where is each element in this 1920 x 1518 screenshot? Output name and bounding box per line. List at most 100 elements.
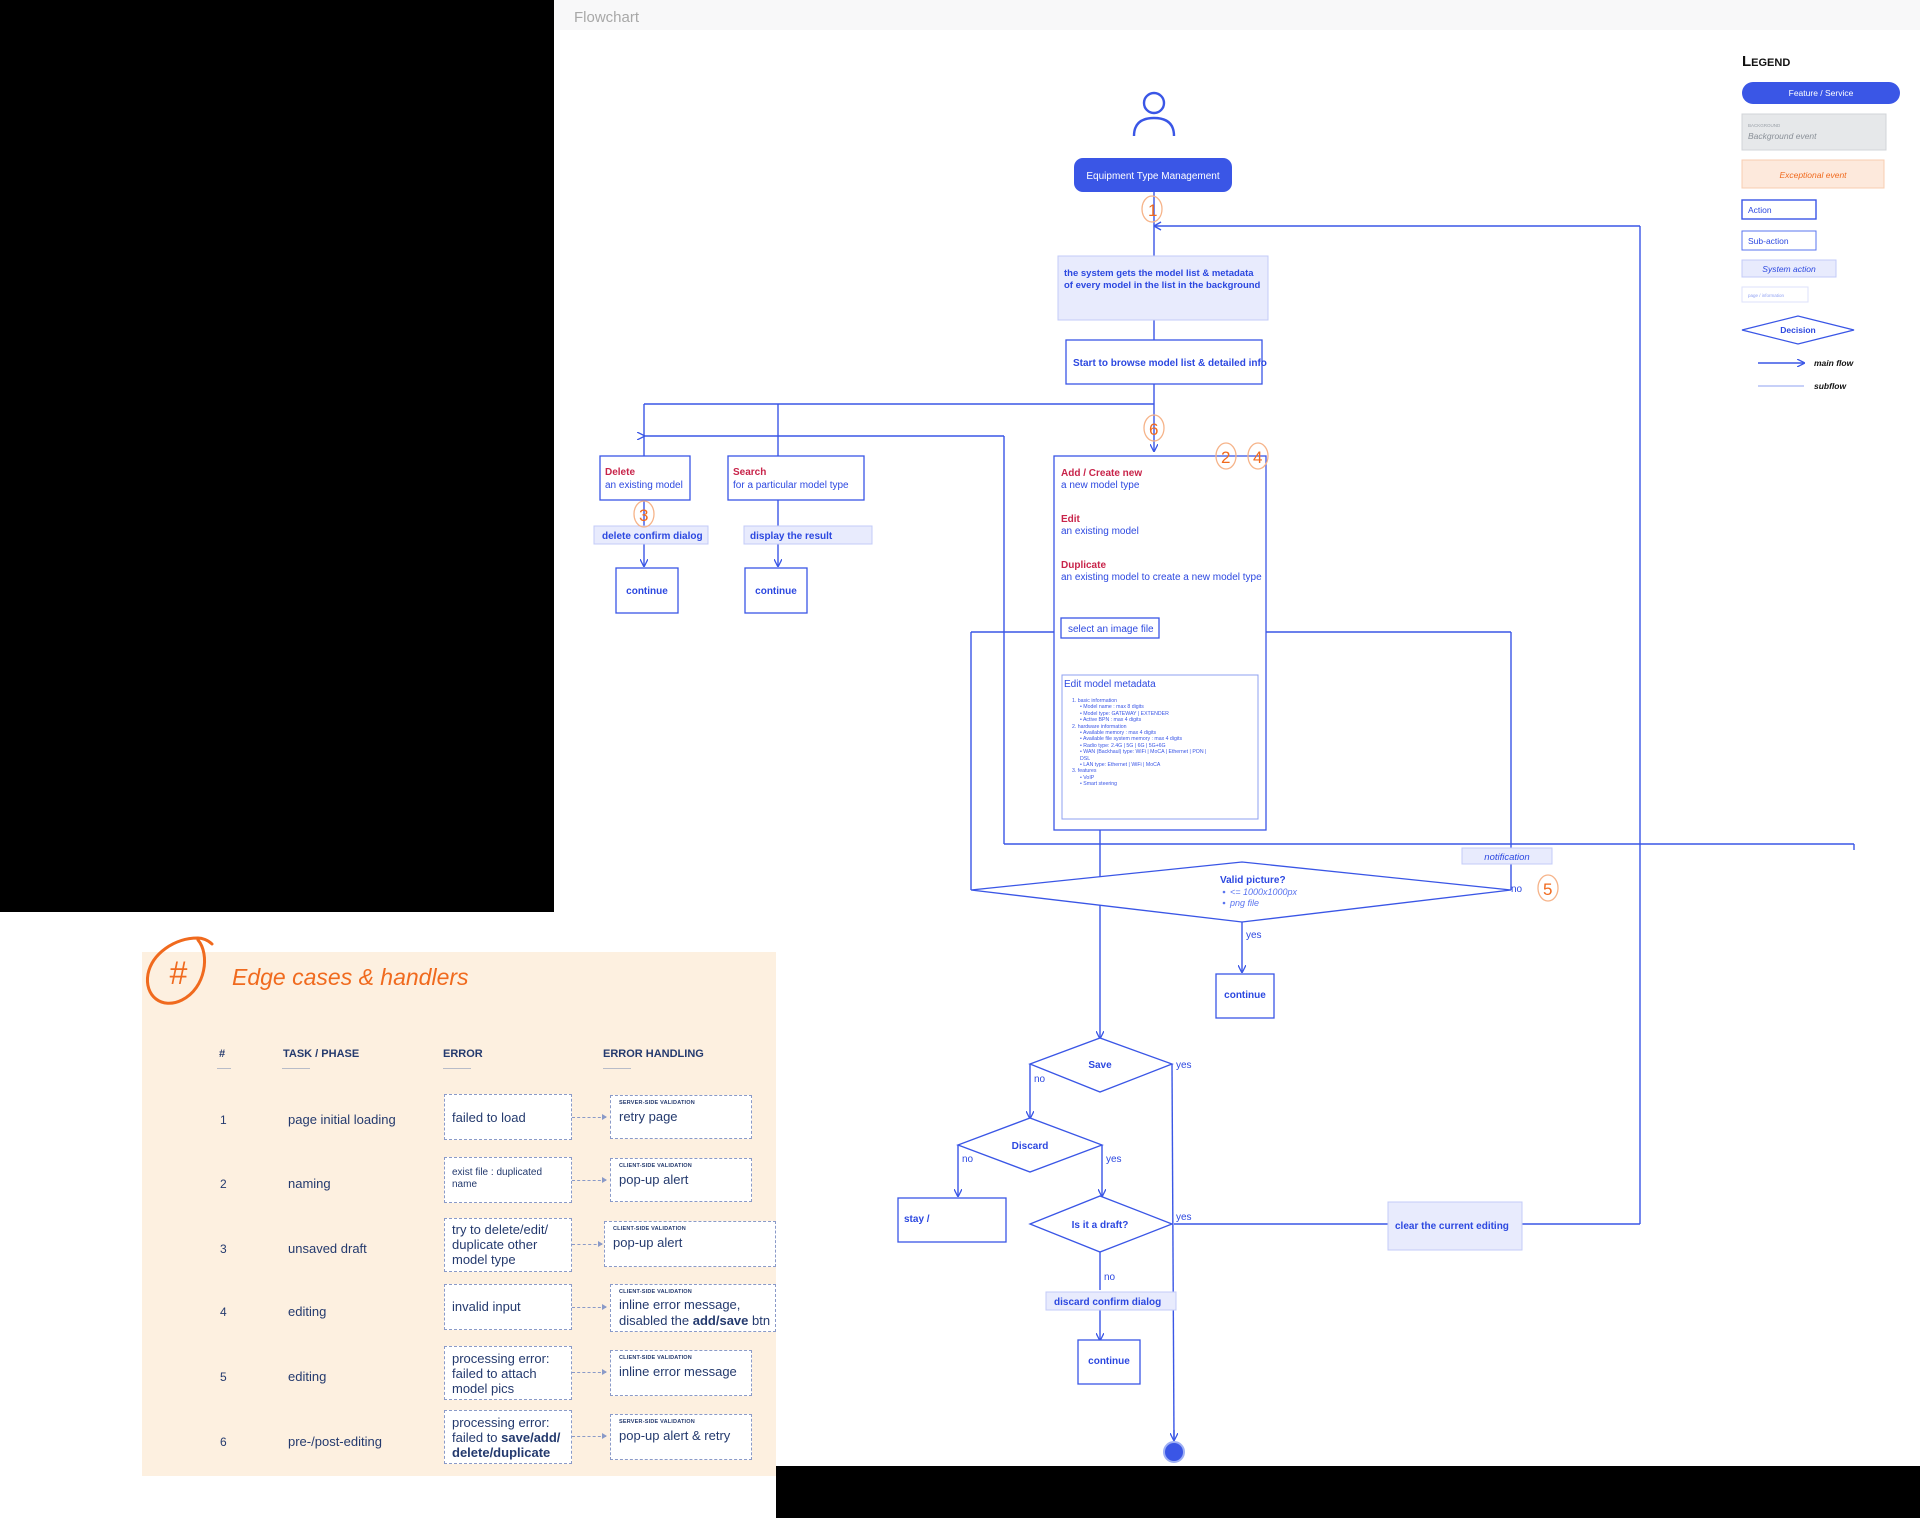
clear-editing-label: clear the current editing	[1395, 1221, 1509, 1232]
start-node: Equipment Type Management	[1074, 158, 1232, 192]
header-task-underline	[282, 1068, 310, 1069]
save-yes-label: yes	[1176, 1060, 1192, 1071]
metadata-box	[1061, 674, 1259, 820]
row-3-task: unsaved draft	[288, 1241, 367, 1256]
select-image-label: select an image file	[1068, 624, 1154, 635]
metadata-line: • WAN (Backhaul) type: WiFi | MoCA | Eth…	[1080, 749, 1207, 756]
metadata-line: • Radio type: 2.4G | 5G | 6G | 5G+6G	[1080, 742, 1166, 749]
system-step: the system gets the model list & metadat…	[1057, 255, 1269, 321]
row-1-num: 1	[220, 1113, 227, 1127]
valid-picture-title: Valid picture?	[1220, 875, 1286, 886]
flowchart-header: Flowchart	[554, 0, 1920, 30]
step-markers: 1 6 2 4 3 5	[633, 195, 1559, 902]
legend-feature: Feature / Service	[1789, 88, 1854, 98]
row-1-handling: SERVER-SIDE VALIDATION retry page	[610, 1095, 752, 1139]
clear-editing-box	[1387, 1201, 1523, 1251]
discard-decision: Discard yes no	[956, 1117, 1122, 1173]
user-icon	[1132, 91, 1176, 137]
row-1-handling-text: retry page	[619, 1109, 678, 1124]
row-3-handling: CLIENT-SIDE VALIDATION pop-up alert	[604, 1221, 776, 1267]
header-task: TASK / PHASE	[283, 1048, 360, 1060]
add-title: Add / Create new	[1061, 468, 1142, 479]
draft-title: Is it a draft?	[1072, 1220, 1129, 1231]
metadata-line: DSL	[1080, 755, 1091, 762]
legend-page: page / information	[1748, 293, 1785, 298]
legend-system-swatch	[1741, 259, 1837, 278]
metadata-line: • Model type: GATEWAY | EXTENDER	[1080, 710, 1169, 717]
header-num: #	[219, 1048, 226, 1060]
row-4-error-text: invalid input	[452, 1299, 521, 1314]
row-2-connector	[572, 1177, 607, 1183]
valid-picture-decision: Valid picture? <= 1000x1000px png file y…	[970, 861, 1523, 941]
row-3-connector	[572, 1241, 603, 1247]
duplicate-sub: an existing model to create a new model …	[1061, 572, 1262, 583]
row-3-num: 3	[220, 1242, 227, 1256]
row-1-connector	[572, 1114, 607, 1120]
row-3-tag: CLIENT-SIDE VALIDATION	[613, 1226, 686, 1232]
row-2-task: naming	[288, 1176, 331, 1191]
edit-sub: an existing model	[1061, 526, 1139, 537]
row-5-connector	[572, 1369, 607, 1375]
metadata-line: 3. features	[1072, 768, 1097, 775]
marker-2: 2	[1221, 448, 1230, 467]
row-2-error: exist file : duplicated name	[444, 1157, 572, 1203]
search-continue-box	[744, 567, 808, 614]
row-5-tag: CLIENT-SIDE VALIDATION	[619, 1355, 692, 1361]
discard-title: Discard	[1012, 1141, 1049, 1152]
row-6-tag: SERVER-SIDE VALIDATION	[619, 1419, 695, 1425]
legend-subaction: Sub-action	[1748, 236, 1789, 246]
edge-cases-title: Edge cases & handlers	[232, 964, 469, 990]
metadata-line: • Model name : max 8 digits	[1080, 704, 1144, 711]
delete-dialog-box	[593, 525, 709, 545]
marker-6: 6	[1149, 420, 1158, 439]
row-6-handling: SERVER-SIDE VALIDATION pop-up alert & re…	[610, 1414, 752, 1460]
row-4-num: 4	[220, 1305, 227, 1319]
row-4-error: invalid input	[444, 1284, 572, 1330]
discard-dialog-label: discard confirm dialog	[1054, 1297, 1161, 1308]
legend-title: Legend	[1742, 53, 1790, 70]
duplicate-title: Duplicate	[1061, 560, 1106, 571]
header-error-underline	[443, 1068, 471, 1069]
metadata-line: • LAN type: Ethernet | WiFi | MoCA	[1080, 762, 1161, 769]
row-3-error: try to delete/edit/ duplicate other mode…	[444, 1218, 572, 1272]
row-2-num: 2	[220, 1177, 227, 1191]
add-edit-block: Add / Create new a new model type Edit a…	[1053, 455, 1267, 831]
flowchart-title: Flowchart	[574, 9, 640, 26]
legend-feature-swatch	[1742, 82, 1900, 104]
row-4-handling-pre: disabled the	[619, 1313, 693, 1328]
row-4-handling-bold: add/save	[692, 1313, 749, 1328]
metadata-title: Edit model metadata	[1064, 679, 1156, 690]
final-continue-box	[1077, 1339, 1141, 1385]
save-title: Save	[1088, 1060, 1112, 1071]
legend-page-swatch	[1741, 286, 1809, 303]
draft-no-label: no	[1104, 1272, 1116, 1283]
marker-5: 5	[1543, 880, 1552, 899]
metadata-line: • Available memory : max 4 digits	[1080, 730, 1157, 737]
valid-picture-cond2: png file	[1229, 898, 1259, 908]
hash-badge-text: #	[169, 955, 188, 991]
start-node-label: Equipment Type Management	[1086, 171, 1219, 182]
notification-label: notification	[1484, 852, 1529, 863]
save-decision: Save yes no	[1028, 1037, 1192, 1093]
metadata-line: • Available file system memory : max 4 d…	[1080, 736, 1183, 743]
browse-step-label: Start to browse model list & detailed in…	[1073, 358, 1267, 369]
search-continue-label: continue	[755, 586, 797, 597]
discard-yes-label: yes	[1106, 1154, 1122, 1165]
legend-subflow: subflow	[1814, 381, 1847, 391]
legend: Legend Feature / Service BACKGROUND Back…	[1741, 53, 1900, 391]
legend-system: System action	[1762, 264, 1816, 274]
row-2-error-text: exist file : duplicated name	[452, 1167, 543, 1190]
row-6-task: pre-/post-editing	[288, 1434, 382, 1449]
row-4-tag: CLIENT-SIDE VALIDATION	[619, 1289, 692, 1295]
row-2-tag: CLIENT-SIDE VALIDATION	[619, 1163, 692, 1169]
row-5-handling: CLIENT-SIDE VALIDATION inline error mess…	[610, 1350, 752, 1396]
row-1-task: page initial loading	[288, 1112, 396, 1127]
valid-yes-label: yes	[1246, 930, 1262, 941]
delete-dialog-label: delete confirm dialog	[602, 531, 703, 542]
marker-3: 3	[639, 506, 648, 525]
header-num-underline	[217, 1068, 231, 1069]
valid-continue-label: continue	[1224, 990, 1266, 1001]
valid-no-label: no	[1511, 884, 1523, 895]
search-title: Search	[733, 467, 766, 478]
legend-decision: Decision	[1780, 325, 1815, 335]
